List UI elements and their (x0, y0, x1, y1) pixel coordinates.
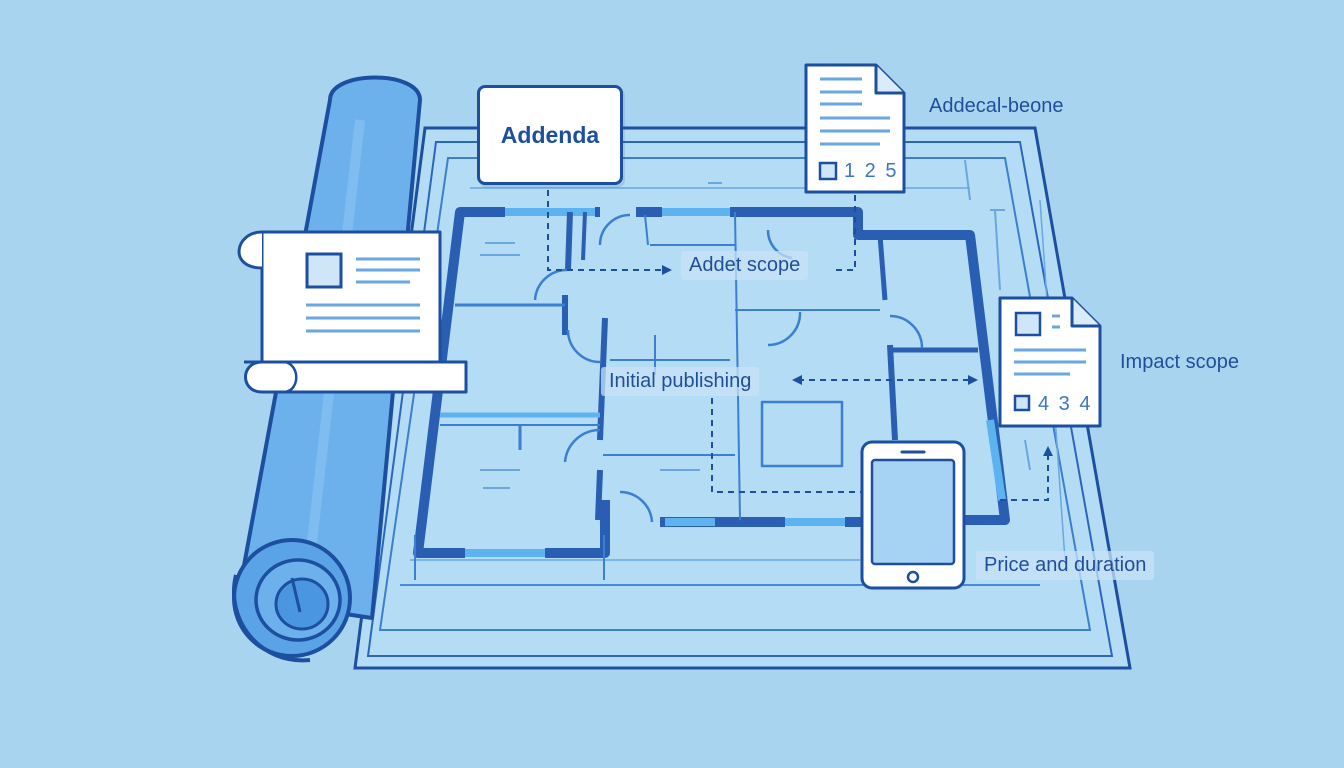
arrow-doc-to-addet-scope (836, 195, 856, 271)
initial-publishing-label: Initial publishing (601, 367, 760, 396)
addenda-box: Addenda (477, 85, 623, 185)
arrow-publishing-to-tablet (711, 398, 862, 493)
connector-arrows (547, 190, 1049, 501)
addecal-beone-label: Addecal-beone (929, 95, 1064, 117)
impact-scope-label: Impact scope (1120, 351, 1239, 373)
arrowheads (662, 265, 1053, 456)
document-icon (804, 63, 906, 194)
arrow-tablet-to-impact-doc (1000, 452, 1049, 501)
tablet-icon (860, 440, 966, 590)
price-and-duration-label: Price and duration (976, 551, 1155, 580)
arrow-addenda-to-addet-scope (547, 190, 668, 271)
right-document-number: 4 3 4 (1038, 393, 1093, 415)
scroll-document-icon (237, 230, 468, 394)
addenda-label: Addenda (500, 121, 600, 148)
addet-scope-label: Addet scope (681, 251, 809, 280)
top-document-number: 1 2 5 (844, 160, 899, 182)
document-icon (998, 296, 1102, 428)
